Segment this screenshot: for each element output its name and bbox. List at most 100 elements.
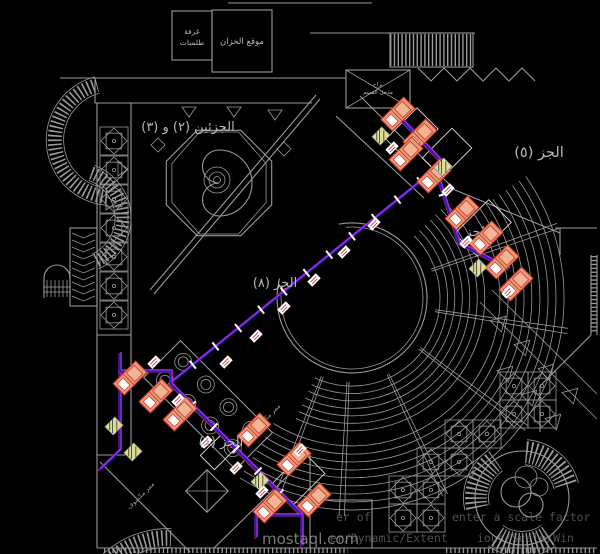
- stair-treads: [88, 166, 130, 268]
- seat-row: [239, 176, 565, 511]
- escalator-chevron: [71, 288, 96, 295]
- command-line-text: er of enter a scale factor er/Dynamic/Ex…: [330, 510, 591, 545]
- stage-circle: [276, 222, 428, 374]
- stair-treads: [489, 526, 555, 554]
- aisle: [386, 374, 444, 497]
- seat-row: [314, 235, 441, 387]
- fire-cabinet: [236, 412, 272, 448]
- fire-cabinet: [468, 220, 504, 256]
- planters-table: [142, 339, 274, 471]
- pipe-tags: [104, 126, 515, 499]
- triangle-motif: [513, 339, 531, 357]
- watermark: mostaql.com: [262, 530, 359, 548]
- planter-circle: [174, 352, 193, 371]
- pipe-tick: [348, 231, 356, 241]
- pipe-label-tag: [441, 183, 455, 197]
- stair-edge: [102, 528, 172, 554]
- escalator-chevron: [71, 281, 96, 288]
- pipe-tick: [279, 286, 288, 296]
- floor-tile: [99, 271, 129, 301]
- floor-tile: [472, 419, 502, 449]
- escalator-chevron: [71, 246, 96, 253]
- pipe-label-tag: [307, 273, 321, 287]
- pipe-magenta: [99, 351, 122, 470]
- part-8-label: الجز (٨): [253, 276, 297, 291]
- aisle: [431, 228, 559, 272]
- yellow-tag: [250, 471, 270, 491]
- triangle-pattern-zone: [479, 289, 598, 431]
- octagon-fountain: [105, 106, 292, 261]
- seat-row: [298, 209, 478, 424]
- pipe-label-tag: [199, 435, 213, 449]
- aisle: [418, 348, 526, 431]
- part-5-label: الجز (٥): [514, 145, 564, 161]
- pipe-label-tag: [501, 285, 515, 299]
- aisle: [277, 376, 324, 504]
- pipe-magenta: [170, 161, 445, 383]
- yellow-tag: [371, 126, 391, 146]
- triangle-motif: [537, 363, 555, 381]
- aisle: [419, 347, 529, 427]
- pipe-tick: [231, 444, 241, 454]
- triangle-motif: [544, 413, 562, 431]
- pipe-tick: [393, 195, 402, 205]
- fire-cabinet: [296, 482, 332, 518]
- stair-treads: [524, 441, 578, 490]
- stair-edge: [63, 92, 108, 189]
- pipe-tick: [188, 360, 197, 370]
- zone-labels: موقع الخزان غرفة طلمبات براح مدخل القسم …: [141, 27, 564, 450]
- planter-circle: [200, 379, 212, 390]
- aisle: [338, 381, 348, 516]
- fire-piping: [97, 114, 511, 548]
- triangle-motif: [489, 315, 507, 333]
- fire-cabinet: [138, 378, 174, 414]
- entry-label-2: مدخل القسم: [363, 90, 393, 96]
- stair-edge: [527, 439, 579, 484]
- stair-treads: [105, 530, 172, 554]
- yellow-tag: [104, 416, 124, 436]
- floor-tile: [416, 503, 446, 533]
- fire-cabinet: [252, 488, 288, 524]
- stair-edge: [488, 545, 556, 554]
- floor-tile: [99, 126, 129, 156]
- aisle: [430, 223, 558, 270]
- planter-circle: [201, 416, 220, 435]
- seat-row: [308, 224, 456, 402]
- fire-cabinet: [484, 244, 520, 280]
- pipe-tick: [302, 268, 311, 278]
- stair-edge: [136, 547, 171, 554]
- fire-cabinet: [162, 396, 198, 432]
- building-walls: [43, 2, 598, 553]
- pipe-label-tag: [459, 235, 473, 249]
- pipe-label-tag: [147, 355, 161, 369]
- triangle-motif: [496, 365, 514, 383]
- planter-circle: [219, 398, 238, 417]
- pipe-tick: [257, 305, 265, 315]
- ramp-label-lower: ممر مكشوف: [125, 480, 156, 511]
- pipe-label-tag: [277, 301, 291, 315]
- escalator-chevron: [71, 239, 96, 246]
- planter-circle: [196, 375, 215, 394]
- pipe-label-tag: [255, 485, 269, 499]
- part-1-label: الجز (١): [199, 435, 243, 450]
- pipe-label-tag: [249, 329, 263, 343]
- seat-row: [311, 230, 448, 394]
- seat-row: [301, 214, 471, 417]
- cmd-line1-fragment-right: enter a scale factor: [452, 510, 591, 524]
- pipe-label-tag: [337, 245, 351, 259]
- aisle: [435, 309, 568, 329]
- seat-row: [252, 189, 541, 487]
- floor-tile: [527, 399, 557, 429]
- planter-circle: [223, 439, 242, 458]
- pipe-tick: [325, 250, 334, 260]
- fire-cabinet: [380, 96, 416, 132]
- stage-circle-inner: [280, 226, 424, 370]
- stair-edge: [524, 464, 555, 490]
- braced-square: [185, 469, 229, 513]
- floor-tile: [388, 503, 418, 533]
- escalator-chevron: [71, 232, 96, 239]
- entry-box: [345, 69, 411, 109]
- pipe-label-tag: [385, 141, 399, 155]
